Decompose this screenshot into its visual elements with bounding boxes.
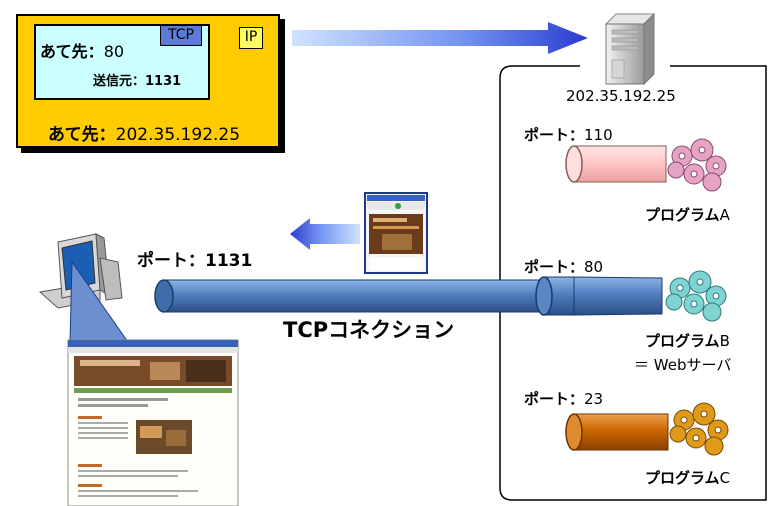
server-boundary [499,65,767,501]
tcp-source-port: 送信元：1131 [93,74,182,89]
port-110-pipe [565,145,667,183]
browser-thumbnail-icon [364,192,428,274]
client-port-label: ポート：1131 [137,251,253,271]
tcp-connection-pipe [154,276,663,316]
server-ip-address: 202.35.192.25 [566,87,676,105]
browser-screenshot [67,339,239,506]
ip-tag: IP [239,27,263,49]
program-c-name: プログラムC [645,469,731,487]
program-b-subtitle: ＝ Webサーバ [634,356,732,374]
program-c-port: ポート：23 [524,390,604,408]
tcp-connection-label: TCPコネクション [283,318,455,342]
program-a-name: プログラムA [645,206,730,224]
tcp-destination-port: あて先：80 [40,42,125,61]
gear-icon [665,270,727,322]
server-tower-icon [604,12,656,86]
program-b-name: プログラムB [645,332,730,350]
ip-destination-address: あて先：202.35.192.25 [48,125,241,145]
response-arrow [290,218,360,250]
gear-icon [669,402,729,456]
request-arrow [292,22,588,54]
gear-icon [667,138,727,192]
tcp-tag: TCP [160,25,202,46]
program-a-port: ポート：110 [524,126,613,144]
program-b-port: ポート：80 [524,258,604,276]
port-23-pipe [565,413,669,451]
